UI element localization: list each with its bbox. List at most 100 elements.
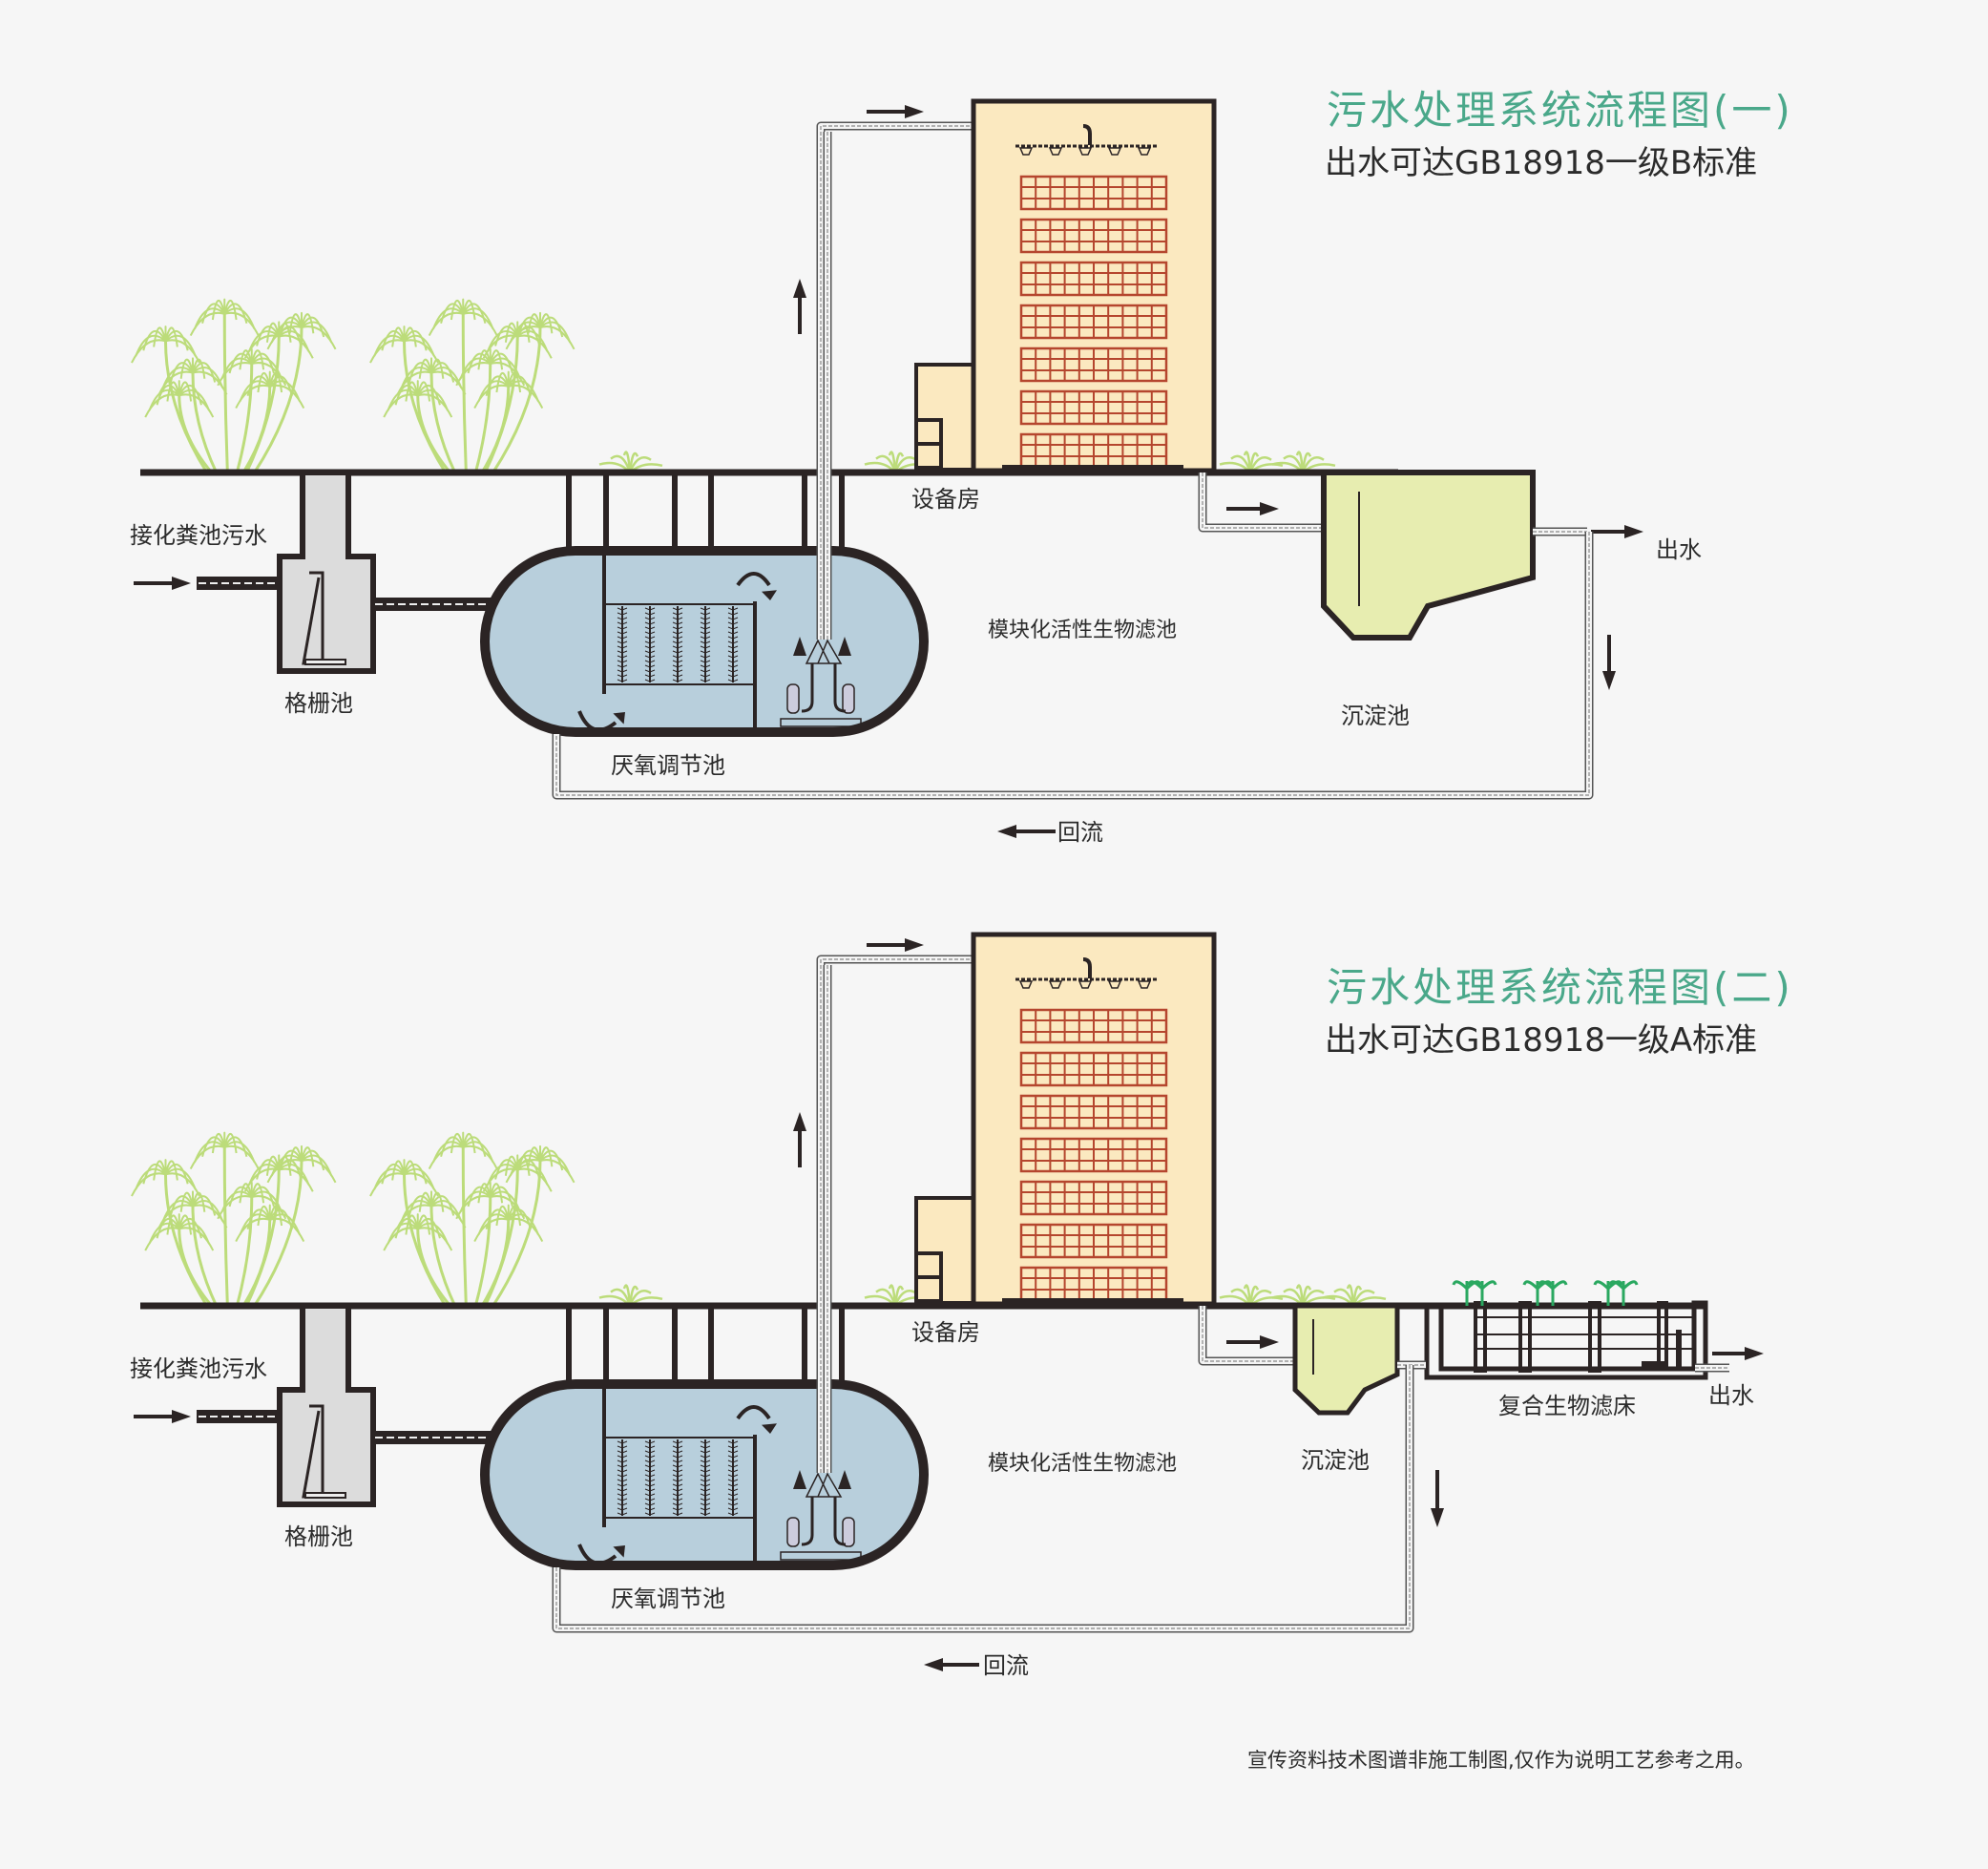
sprinkler-icon <box>1048 980 1063 989</box>
sprinkler-icon <box>1078 980 1093 989</box>
diagram-1-subtitle: 出水可达GB18918一级B标准 <box>1325 144 1757 182</box>
sprinkler-icon <box>1078 147 1093 156</box>
biofilm-media-icon <box>727 606 739 682</box>
circulation-arrow-icon <box>577 710 625 732</box>
settling-tank-label: 沉淀池 <box>1341 703 1410 729</box>
pump-arrow-icon <box>838 1470 851 1489</box>
filter-module <box>1019 1094 1168 1130</box>
filter-module <box>1019 432 1168 469</box>
anaerobic-tank-label: 厌氧调节池 <box>611 1586 725 1612</box>
outflow-pipe <box>1198 1306 1294 1366</box>
sprinkler-icon <box>1107 147 1122 156</box>
up-flow-arrow-icon <box>793 279 806 334</box>
biofilter-tower <box>971 932 1217 1307</box>
right-flow-arrow-icon <box>867 105 924 118</box>
sprinkler-icon <box>1107 980 1122 989</box>
grating-tank-body <box>277 470 376 674</box>
circulation-arrow-icon <box>577 1544 625 1565</box>
return-arrow-icon <box>997 825 1056 838</box>
inlet-label: 接化粪池污水 <box>130 1355 267 1382</box>
diagram-1: 污水处理系统流程图(一) 出水可达GB18918一级B标准 格栅池 接化粪池污水厌… <box>130 87 1793 846</box>
circulation-arrow-icon <box>736 572 777 600</box>
diagram-2: 污水处理系统流程图(二) 出水可达GB18918一级A标准 格栅池接化粪池污水厌… <box>130 932 1790 1679</box>
biofilter-label: 模块化活性生物滤池 <box>988 619 1177 642</box>
filter-module <box>1019 175 1168 211</box>
filter-module <box>1019 1137 1168 1173</box>
down-flow-arrow-icon <box>1602 635 1616 690</box>
settling-tank <box>1292 1303 1400 1416</box>
biofilm-media-icon <box>672 606 683 682</box>
biofilm-media-icon <box>644 606 656 682</box>
pump-arrow-icon <box>838 637 851 656</box>
filter-module <box>1019 1008 1168 1044</box>
down-flow-arrow-icon <box>1431 1470 1444 1527</box>
return-pipe <box>552 1365 1414 1633</box>
equipment-room-label: 设备房 <box>911 486 980 513</box>
sprinkler-icon <box>1137 980 1152 989</box>
filter-module <box>1019 346 1168 383</box>
sprinkler-icon <box>1137 147 1152 156</box>
submersible-pump-icon <box>780 637 862 727</box>
right-flow-arrow-icon <box>867 938 924 952</box>
inlet-arrow-icon <box>134 577 191 590</box>
seedling-icon <box>1522 1280 1568 1306</box>
equipment-room-body <box>914 363 975 472</box>
filter-module <box>1019 261 1168 297</box>
inlet-label: 接化粪池污水 <box>130 522 267 549</box>
settling-tank-label: 沉淀池 <box>1301 1447 1370 1474</box>
biofilter-tower <box>971 98 1217 473</box>
grating-tank-label: 格栅池 <box>284 1523 353 1550</box>
biofilm-media-icon <box>700 1439 711 1516</box>
filter-module <box>1019 1180 1168 1216</box>
up-flow-arrow-icon <box>793 1112 806 1167</box>
settling-tank <box>1321 470 1536 640</box>
grating-tank-label: 格栅池 <box>284 690 353 717</box>
return-arrow-icon <box>924 1658 979 1671</box>
return-label: 回流 <box>983 1652 1029 1679</box>
pump-arrow-icon <box>793 637 806 656</box>
biofilter-label: 模块化活性生物滤池 <box>988 1452 1177 1476</box>
sprinkler-icon <box>1048 147 1063 156</box>
grating-tank-body <box>277 1303 376 1507</box>
pump-arrow-icon <box>793 1470 806 1489</box>
anaerobic-tank <box>480 546 929 737</box>
right-flow-arrow-icon <box>1226 1335 1279 1349</box>
biofilm-media-icon <box>617 1439 628 1516</box>
outlet-arrow-icon <box>1591 525 1643 538</box>
diagram-1-title: 污水处理系统流程图(一) <box>1327 87 1793 134</box>
footer-note: 宣传资料技术图谱非施工制图,仅作为说明工艺参考之用。 <box>1247 1749 1755 1772</box>
anaerobic-tank <box>480 1379 929 1570</box>
submersible-pump-icon <box>780 1470 862 1561</box>
wetland-label: 复合生物滤床 <box>1498 1393 1636 1419</box>
filter-module <box>1019 304 1168 340</box>
papyrus-plant-icon <box>369 298 575 473</box>
filter-module <box>1019 1223 1168 1259</box>
grass-tuft-icon <box>598 1284 663 1307</box>
diagram-2-subtitle: 出水可达GB18918一级A标准 <box>1325 1021 1757 1060</box>
seedling-icon <box>1593 1280 1639 1306</box>
grating-tank <box>277 1303 376 1507</box>
outlet-arrow-icon <box>1712 1347 1764 1360</box>
biofilm-media-icon <box>700 606 711 682</box>
biofilm-media-icon <box>672 1439 683 1516</box>
grating-tank <box>277 470 376 674</box>
filter-module <box>1019 1051 1168 1087</box>
biofilm-media-icon <box>727 1439 739 1516</box>
sprinkler-icon <box>1018 980 1034 989</box>
settling-tank-body <box>1292 1303 1400 1416</box>
right-flow-arrow-icon <box>1226 502 1279 515</box>
papyrus-plant-icon <box>369 1131 575 1307</box>
equipment-room-label: 设备房 <box>911 1319 980 1346</box>
settling-tank-body <box>1321 470 1536 640</box>
filter-module <box>1019 389 1168 426</box>
composite-biofilter-bed <box>1424 1300 1708 1380</box>
biofilm-media-icon <box>617 606 628 682</box>
outflow-pipe <box>1198 472 1322 533</box>
sprinkler-icon <box>1018 147 1034 156</box>
return-pipe <box>552 532 1594 800</box>
anaerobic-tank-label: 厌氧调节池 <box>611 752 725 779</box>
papyrus-plant-icon <box>131 298 337 473</box>
equipment-room <box>914 1196 975 1305</box>
filter-module <box>1019 218 1168 254</box>
